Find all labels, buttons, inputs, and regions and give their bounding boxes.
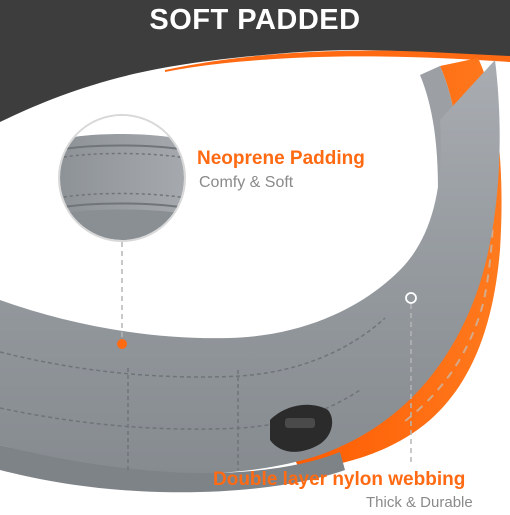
- buckle: [270, 404, 333, 452]
- callout-dot-padding: [117, 339, 127, 349]
- callout-heading-padding: Neoprene Padding: [197, 148, 365, 169]
- strap-stitching-2: [0, 389, 361, 430]
- callout-subheading-webbing: Thick & Durable: [366, 494, 473, 511]
- callout-subheading-padding: Comfy & Soft: [199, 174, 294, 191]
- orange-webbing: [285, 58, 502, 470]
- buckle-slot: [285, 418, 315, 428]
- padded-strap: [0, 60, 500, 474]
- callout-heading-webbing: Double layer nylon webbing: [213, 469, 466, 490]
- banner-title: SOFT PADDED: [149, 4, 361, 36]
- banner-orange-trim: [165, 50, 510, 72]
- padded-strap-bottom: [0, 445, 345, 493]
- zoom-circle-content: [60, 116, 184, 240]
- banner-background: [0, 0, 510, 122]
- callout-dot-webbing: [405, 292, 417, 304]
- strap-stitching: [0, 317, 386, 378]
